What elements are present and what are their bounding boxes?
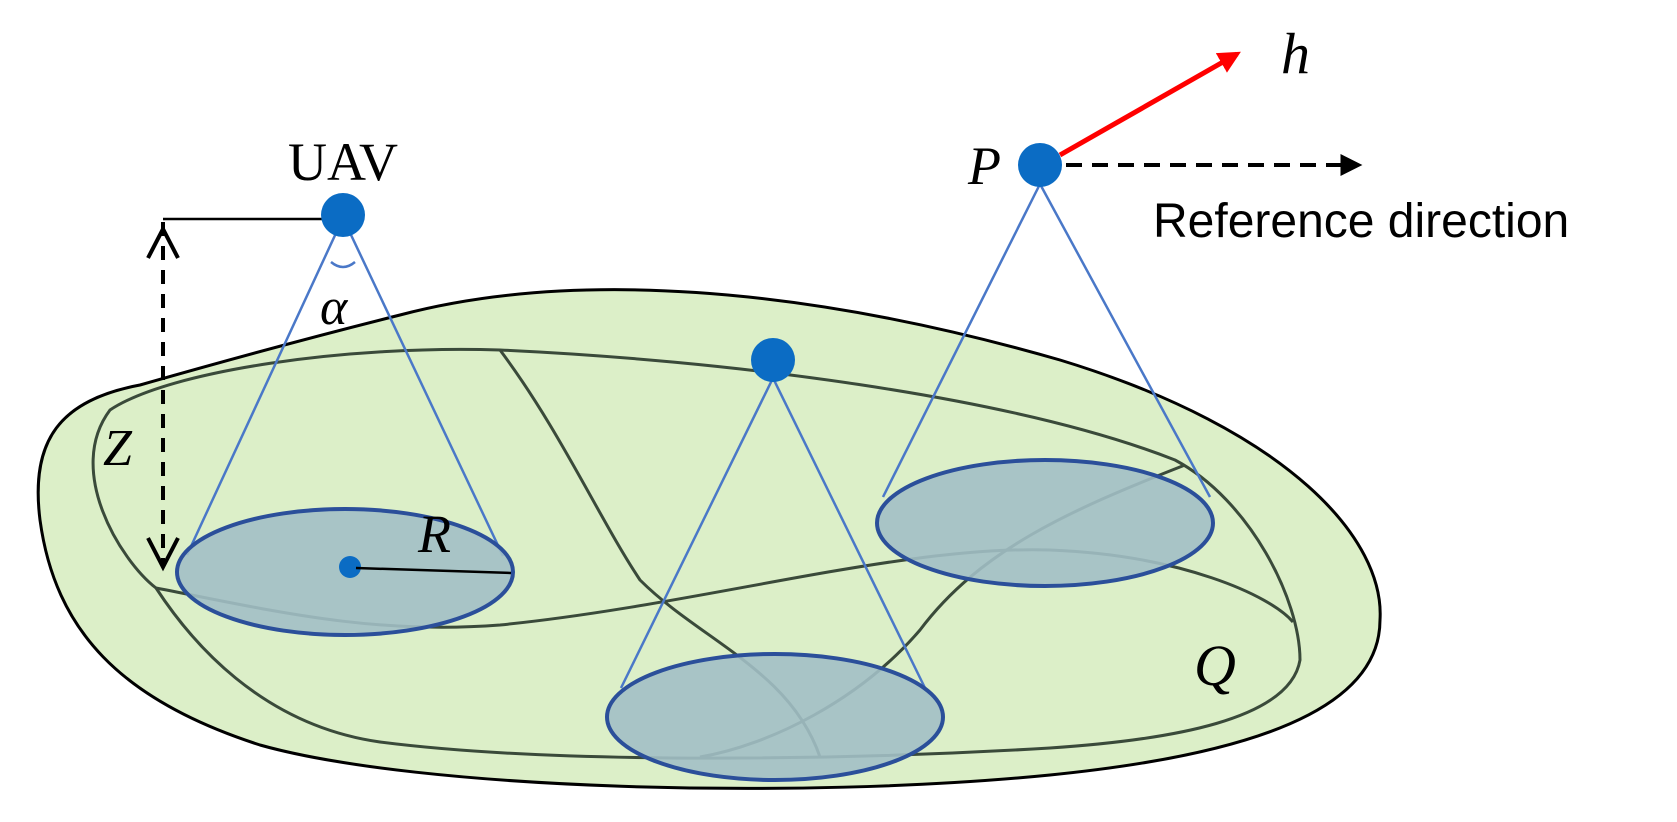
region-q	[36, 288, 1382, 790]
uav-dot	[751, 338, 795, 382]
uav-label: UAV	[288, 132, 398, 192]
uav-dot-p	[1018, 143, 1062, 187]
z-label: Z	[103, 420, 133, 477]
altitude-arrowhead-top	[146, 224, 180, 259]
footprint-center-dot	[339, 556, 361, 578]
alpha-angle-arc	[330, 261, 356, 269]
coverage-footprint-2	[605, 652, 945, 782]
h-label: h	[1281, 21, 1310, 86]
uav-dot	[321, 193, 365, 237]
coverage-footprint-3	[875, 458, 1215, 588]
p-label: P	[967, 136, 1001, 196]
alpha-label: α	[320, 279, 349, 336]
cone-line	[1038, 183, 1212, 498]
cone-line	[881, 183, 1042, 498]
heading-arrow-icon	[1058, 51, 1241, 158]
uav-cone-3	[875, 143, 1215, 588]
cone-line	[341, 217, 505, 557]
radius-line	[355, 566, 512, 575]
altitude-indicator	[146, 217, 340, 572]
altitude-arrowhead-bottom	[146, 537, 180, 572]
reference-direction-label: Reference direction	[1153, 195, 1569, 248]
cone-line	[619, 377, 775, 689]
uav-cone-1	[175, 193, 515, 637]
r-label: R	[417, 504, 451, 564]
outer-path	[91, 347, 1302, 760]
cone-line	[185, 217, 345, 556]
uav-cone-2	[605, 338, 945, 782]
q-label: Q	[1194, 633, 1236, 698]
cone-line	[771, 377, 927, 689]
